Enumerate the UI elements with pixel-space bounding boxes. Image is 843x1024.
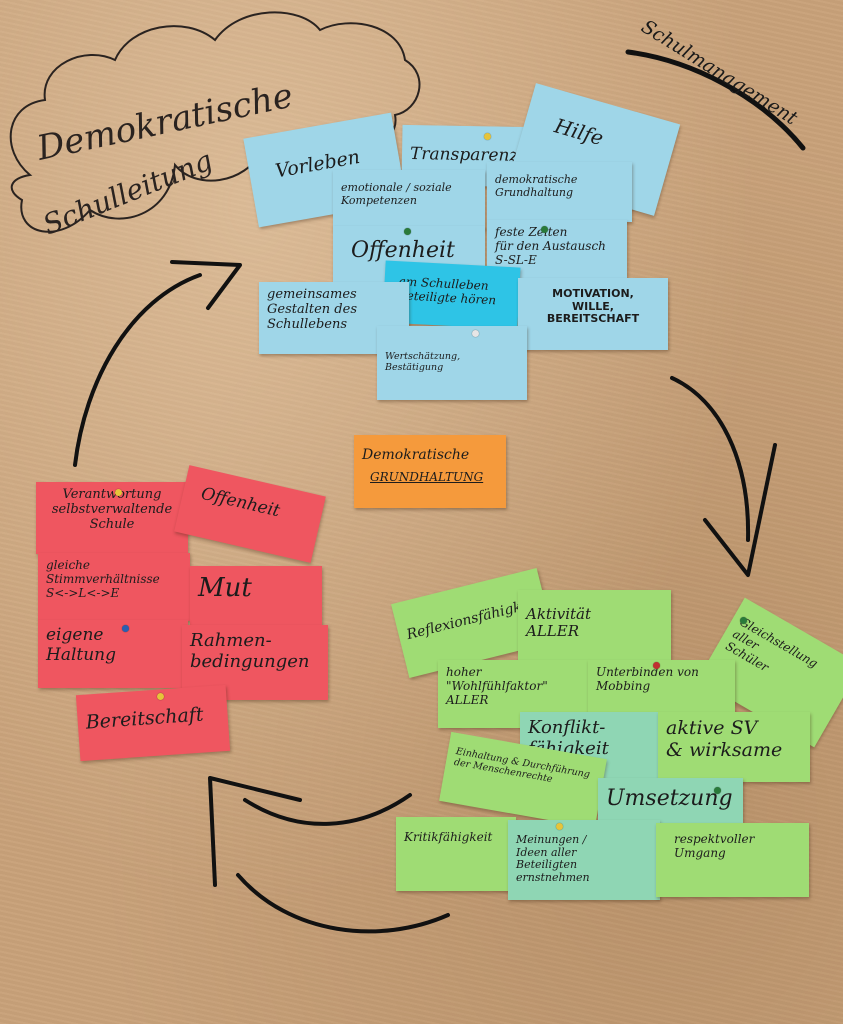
pin-8 — [653, 662, 660, 669]
pin-7 — [157, 693, 164, 700]
pin-5 — [115, 489, 122, 496]
arrow-bottom-left-head — [208, 776, 302, 887]
pin-2 — [404, 228, 411, 235]
note-center-grundhaltung: Demokratische GRUNDHALTUNG — [354, 435, 506, 508]
note-offenheit-blue: Offenheit — [333, 226, 485, 286]
arrow-left-up — [73, 273, 202, 467]
pin-3 — [541, 226, 548, 233]
arrow-left-up-head — [170, 260, 242, 310]
pin-1 — [484, 133, 491, 140]
pin-4 — [472, 330, 479, 337]
arrow-bottom-left-2 — [243, 793, 412, 826]
note-gleiche-stimm: gleiche Stimmverhältnisse S<->L<->E — [38, 553, 190, 621]
pin-6 — [122, 625, 129, 632]
note-motivation-wille: MOTIVATION, WILLE, BEREITSCHAFT — [518, 278, 668, 350]
arrow-right-down-head — [703, 443, 777, 577]
note-eigene-haltung: eigene Haltung — [38, 620, 188, 688]
note-emotionale: emotionale / soziale Kompetenzen — [333, 170, 485, 230]
note-wohlfuehlfaktor: hoher "Wohlfühlfaktor" ALLER — [438, 660, 588, 728]
note-verantwortung: Verantwortung selbstverwaltende Schule — [36, 482, 188, 554]
note-umsetzung: Umsetzung — [598, 778, 743, 826]
note-demokratische-grundhaltung: demokratische Grundhaltung — [487, 162, 632, 222]
pin-11 — [740, 617, 747, 624]
note-respektvoller-umgang: respektvoller Umgang — [656, 823, 809, 897]
pin-9 — [714, 787, 721, 794]
underline-stroke — [625, 49, 806, 151]
cloud-outline — [9, 11, 421, 233]
corner-label: Schulmanagement — [637, 16, 801, 130]
note-bereitschaft: Bereitschaft — [75, 684, 231, 762]
pin-10 — [556, 823, 563, 830]
note-mobbing: Unterbinden von Mobbing — [588, 660, 735, 720]
note-kritikfaehigkeit: Kritikfähigkeit — [396, 817, 516, 891]
arrow-bottom-left — [236, 873, 450, 934]
note-aktive-sv: aktive SV & wirksame — [658, 712, 810, 782]
arrow-right-down — [670, 376, 751, 542]
note-aktivitaet-aller: Aktivität ALLER — [518, 590, 671, 673]
note-meinungen-ideen: Meinungen / Ideen aller Beteiligten erns… — [508, 820, 660, 900]
note-mut: Mut — [190, 566, 322, 628]
note-wertschaetzung: Wertschätzung, Bestätigung — [377, 326, 527, 400]
